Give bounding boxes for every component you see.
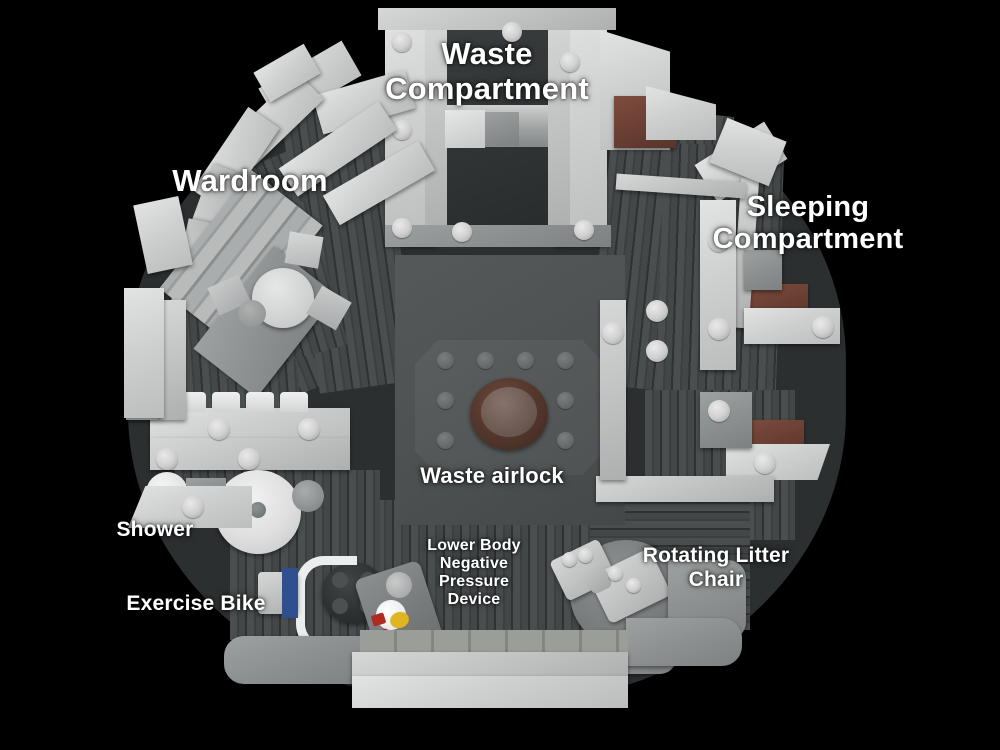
waste-compartment-inner-shelf xyxy=(445,110,485,148)
module-divider-beam-horizontal xyxy=(596,476,774,502)
hull-plate-bottom-left xyxy=(224,636,370,684)
floor-stud xyxy=(557,352,574,369)
shower-wall-left-inner xyxy=(160,300,186,420)
brick-stud xyxy=(156,448,178,470)
shower-valve xyxy=(292,480,324,512)
wardroom-seat xyxy=(254,238,284,266)
brick-stud xyxy=(502,22,522,42)
brick-stud xyxy=(392,120,412,140)
brick-stud xyxy=(626,578,641,593)
hull-plate-bottom-center-lower xyxy=(352,676,628,708)
floor-stud xyxy=(477,352,494,369)
brick-stud xyxy=(574,220,594,240)
hull-wedge-north-east xyxy=(646,86,716,140)
shower-head-nozzle xyxy=(250,502,266,518)
brick-stud xyxy=(608,566,623,581)
brick-stud xyxy=(754,452,776,474)
floor-stud xyxy=(557,432,574,449)
hull-plate-bottom-right xyxy=(626,618,742,666)
brick-stud xyxy=(646,340,668,362)
brick-stud xyxy=(646,300,668,322)
waste-compartment-inner-block xyxy=(485,112,519,146)
floor-stud xyxy=(437,352,454,369)
waste-compartment-top-rail xyxy=(378,8,616,30)
hull-plate-upper-left-3 xyxy=(124,288,164,418)
brick-stud xyxy=(602,322,624,344)
sleeping-compartment-block xyxy=(744,250,782,290)
brick-stud xyxy=(708,318,730,340)
brick-stud xyxy=(298,418,320,440)
waste-airlock-hatch-inner xyxy=(481,387,537,437)
waste-compartment-bottom-rail xyxy=(385,225,611,247)
waste-compartment-beam-right xyxy=(548,14,570,229)
hull-plate-bottom-center-upper xyxy=(352,652,628,678)
brick-stud xyxy=(562,552,577,567)
shower-step-4 xyxy=(280,392,308,412)
floor-stud xyxy=(437,432,454,449)
brick-stud xyxy=(578,548,593,563)
wardroom-seat xyxy=(238,300,266,327)
wardroom-seat xyxy=(284,231,324,269)
brick-stud xyxy=(708,400,730,422)
sleeping-compartment-shelf-low xyxy=(726,444,830,480)
sleeping-compartment-block xyxy=(700,392,752,448)
exercise-bike-wheel-stud xyxy=(332,598,348,614)
shower-step-2 xyxy=(212,392,240,412)
shower-step-3 xyxy=(246,392,274,412)
brick-stud xyxy=(392,218,412,238)
sleeping-compartment-panel xyxy=(700,200,736,370)
floor-stud xyxy=(437,392,454,409)
brick-stud xyxy=(452,222,472,242)
floor-stud xyxy=(557,392,574,409)
brick-stud xyxy=(208,418,230,440)
hull-plate-bottom-center-dark xyxy=(360,630,628,656)
brick-stud xyxy=(182,496,204,518)
brick-stud xyxy=(392,32,412,52)
waste-compartment-beam-left xyxy=(425,14,447,229)
brick-stud xyxy=(238,448,260,470)
exercise-bike-seat-mount xyxy=(282,568,298,618)
brick-stud xyxy=(812,316,834,338)
brick-stud xyxy=(560,52,580,72)
floor-stud xyxy=(517,352,534,369)
brick-stud xyxy=(708,230,730,252)
